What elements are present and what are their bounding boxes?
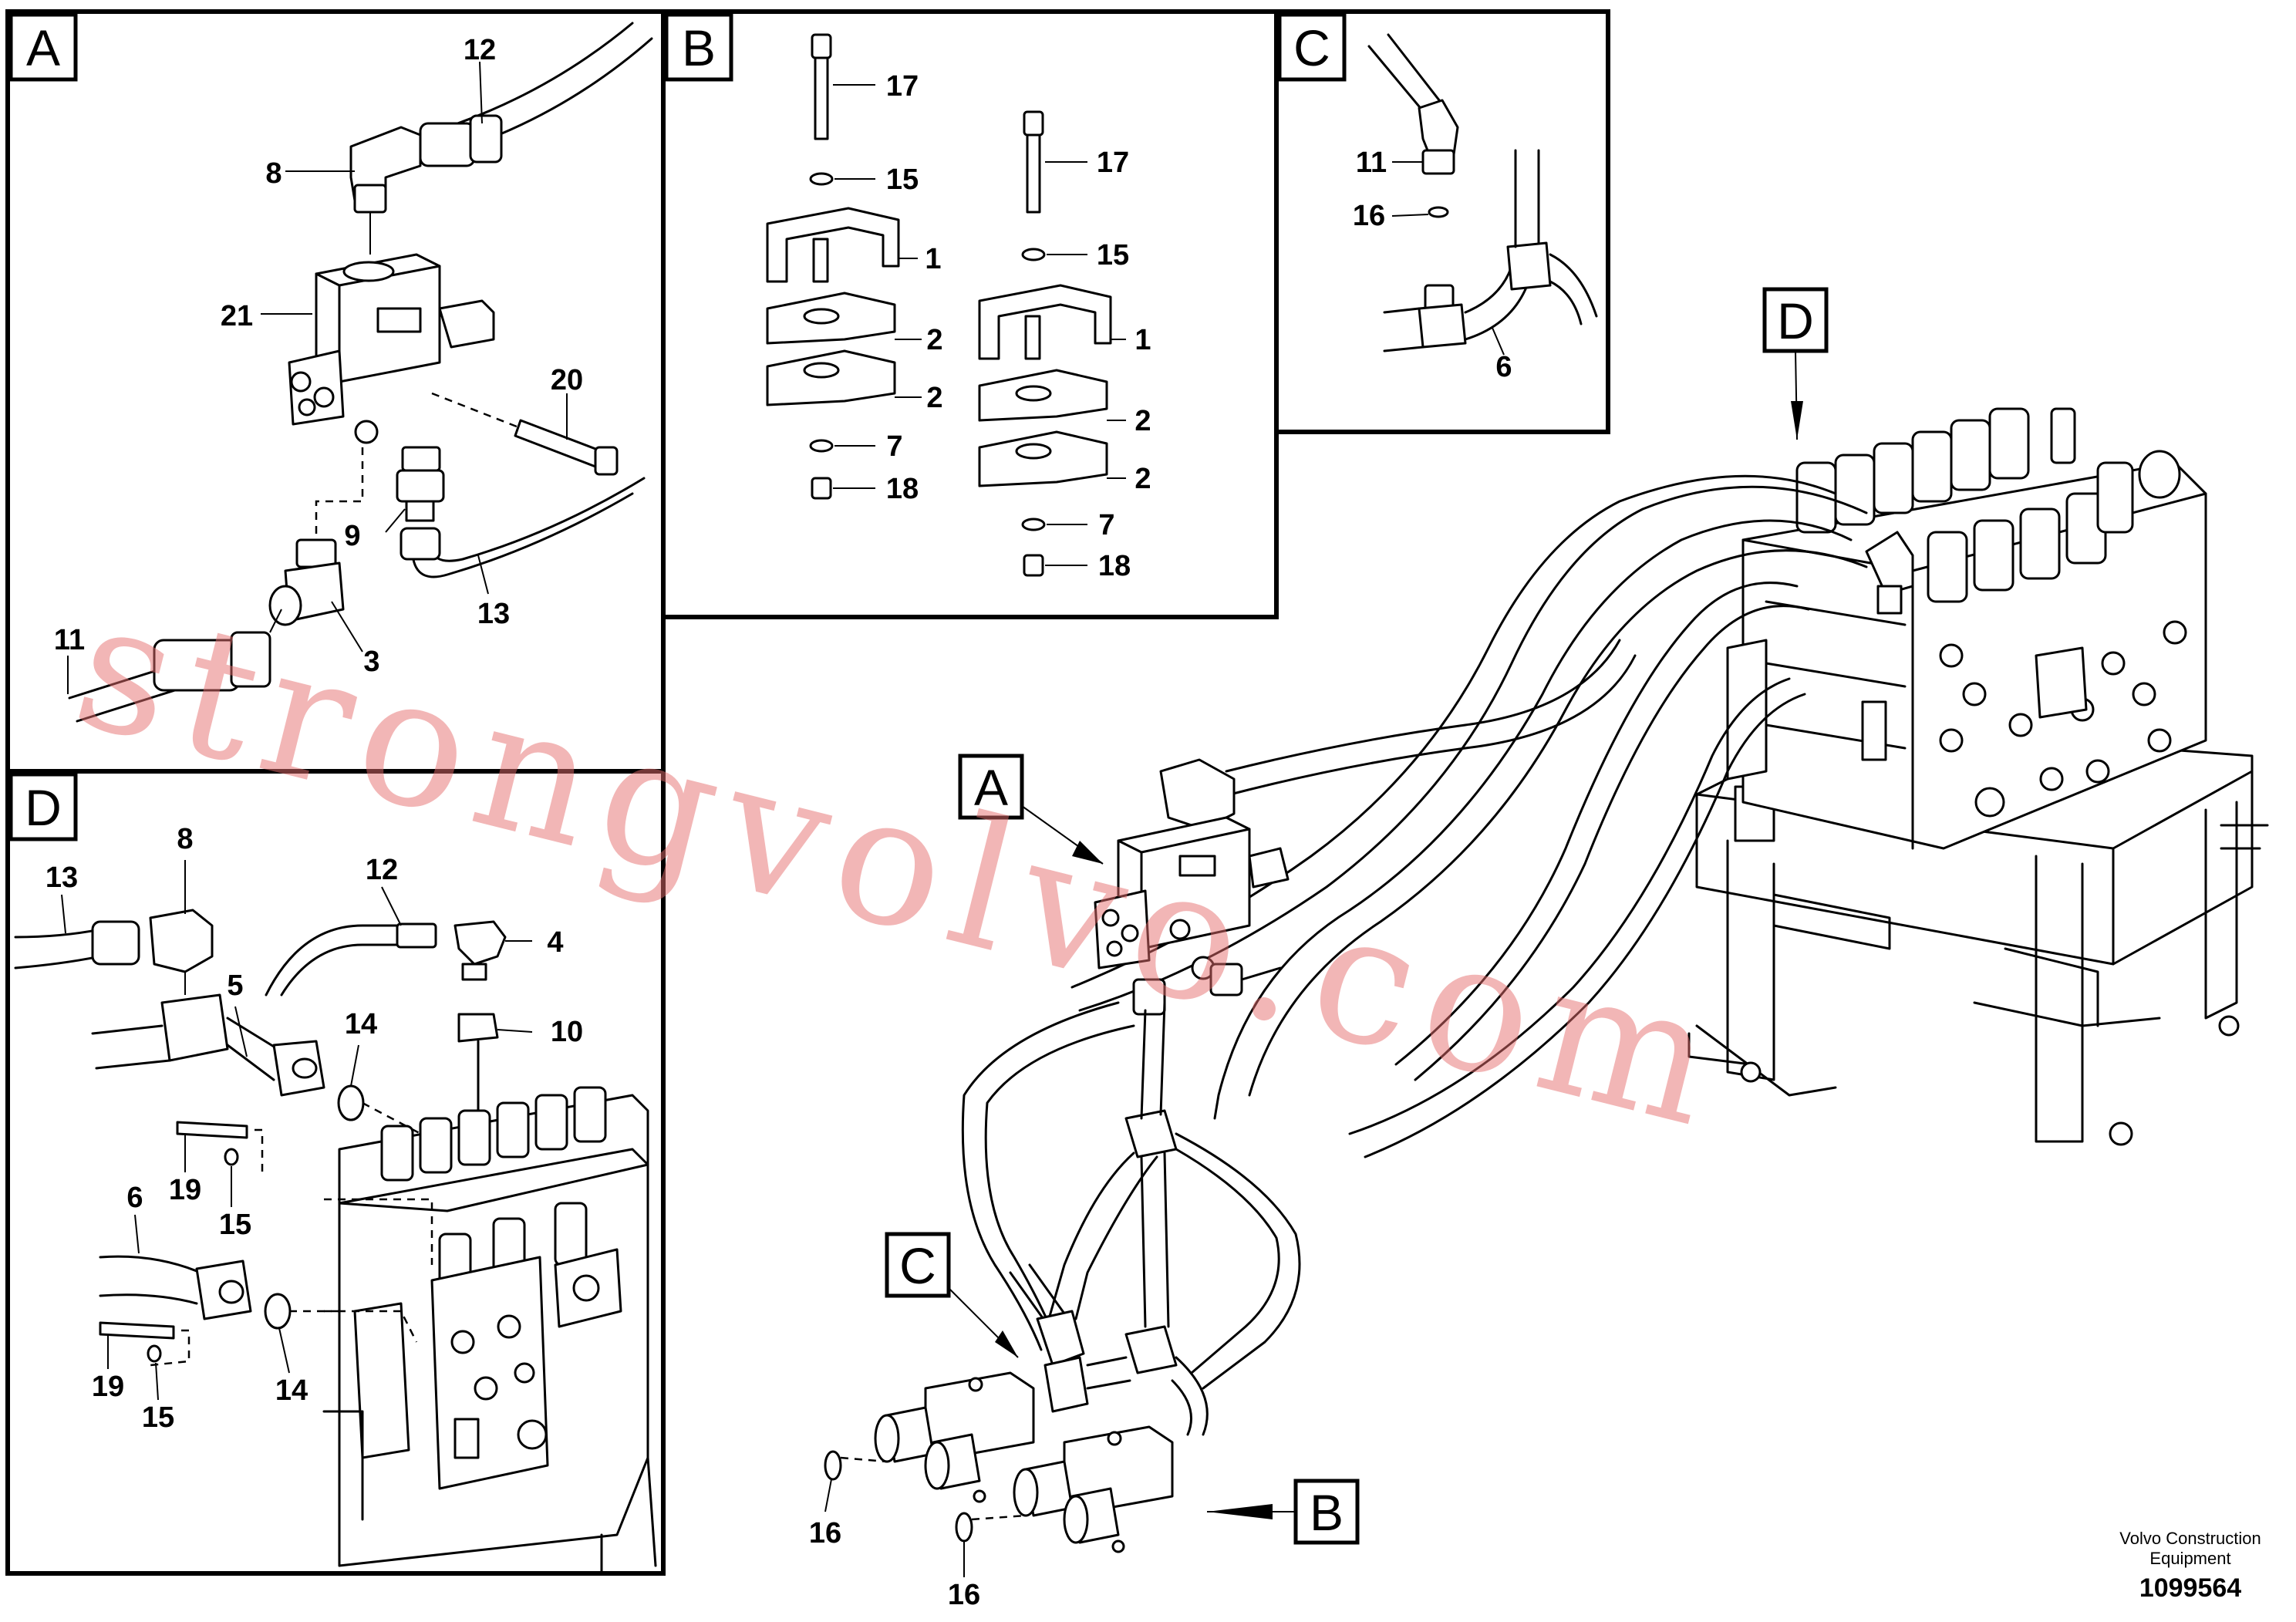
label-d-6: 6 xyxy=(126,1182,143,1214)
label-b-18a: 18 xyxy=(886,473,919,505)
label-b-7b: 7 xyxy=(1098,509,1114,541)
footer-company-line2: Equipment xyxy=(2149,1549,2230,1568)
label-b-2b: 2 xyxy=(926,382,942,414)
label-b-1b: 1 xyxy=(1135,324,1151,356)
label-d-14b: 14 xyxy=(275,1374,308,1407)
label-a-9: 9 xyxy=(344,520,360,552)
label-a-3: 3 xyxy=(363,646,379,678)
label-c-16: 16 xyxy=(1353,200,1385,232)
label-d-5: 5 xyxy=(227,969,243,1002)
label-a-12: 12 xyxy=(464,34,496,66)
label-d-13: 13 xyxy=(46,862,78,894)
label-d-14a: 14 xyxy=(345,1008,377,1040)
label-b-2a: 2 xyxy=(926,324,942,356)
label-b-2d: 2 xyxy=(1135,463,1151,495)
label-d-15a: 15 xyxy=(219,1209,251,1241)
label-main-16a: 16 xyxy=(809,1517,841,1549)
valve-spool-caps xyxy=(1795,407,2181,603)
callout-b: B xyxy=(1310,1484,1344,1541)
label-b-1a: 1 xyxy=(925,243,941,275)
panel-a-title: A xyxy=(26,19,60,76)
label-d-12: 12 xyxy=(366,854,398,886)
label-d-19b: 19 xyxy=(92,1371,124,1403)
label-a-21: 21 xyxy=(221,300,253,332)
label-a-20: 20 xyxy=(551,364,583,396)
callout-a: A xyxy=(974,759,1008,816)
label-b-7a: 7 xyxy=(886,430,902,463)
panel-b: B xyxy=(661,9,1279,619)
label-b-17b: 17 xyxy=(1097,147,1129,179)
label-a-11: 11 xyxy=(54,624,85,656)
drawing-number: 1099564 xyxy=(2139,1573,2241,1603)
label-b-15a: 15 xyxy=(886,164,919,196)
label-b-18b: 18 xyxy=(1098,550,1131,582)
panel-a: A xyxy=(5,9,666,774)
label-main-16b: 16 xyxy=(948,1579,980,1611)
panel-b-title: B xyxy=(682,19,716,76)
callout-c: C xyxy=(899,1237,936,1294)
label-a-13: 13 xyxy=(477,598,510,630)
label-d-15b: 15 xyxy=(142,1401,174,1434)
label-b-17a: 17 xyxy=(886,70,919,103)
label-b-2c: 2 xyxy=(1135,405,1151,437)
panel-c-title: C xyxy=(1293,19,1330,76)
footer-company-line1: Volvo Construction xyxy=(2119,1529,2261,1548)
main-assembly: A C B D 16 16 xyxy=(809,287,2269,1611)
callout-d: D xyxy=(1777,292,1814,349)
label-d-10: 10 xyxy=(551,1016,583,1048)
label-d-4: 4 xyxy=(547,926,563,959)
panel-d: D xyxy=(5,769,666,1576)
footer: Volvo Construction Equipment 1099564 xyxy=(2119,1529,2261,1603)
label-b-15b: 15 xyxy=(1097,239,1129,271)
panel-d-valve-sketch xyxy=(322,1086,657,1575)
label-c-11: 11 xyxy=(1356,147,1387,179)
label-d-8: 8 xyxy=(177,823,193,855)
panel-d-title: D xyxy=(25,779,62,836)
label-a-8: 8 xyxy=(265,157,282,190)
label-d-19a: 19 xyxy=(169,1174,201,1206)
label-c-6: 6 xyxy=(1495,351,1512,383)
panel-c: C 11 16 6 xyxy=(1274,9,1610,434)
